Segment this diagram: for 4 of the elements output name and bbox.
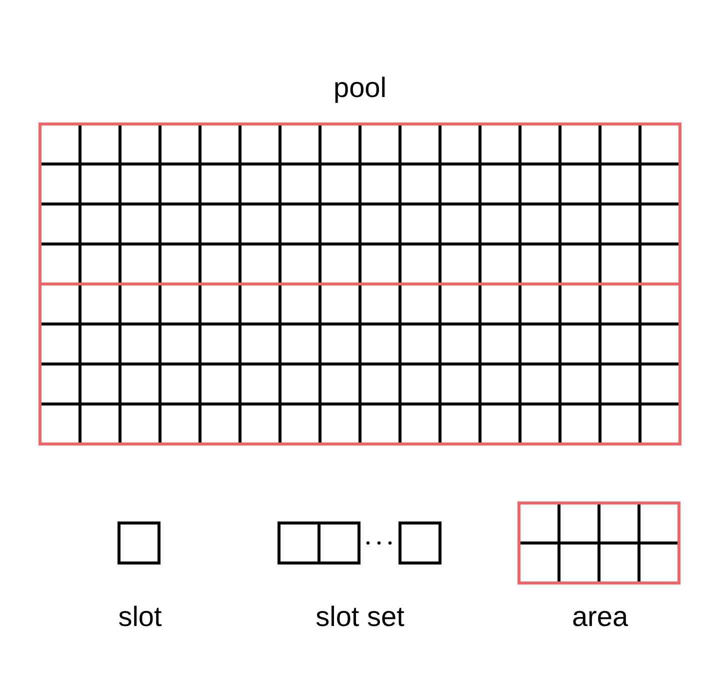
node-label: slot [117,601,163,633]
node-label: slot set [314,601,406,633]
node-label: pool [332,72,388,104]
node-label: area [570,601,630,633]
